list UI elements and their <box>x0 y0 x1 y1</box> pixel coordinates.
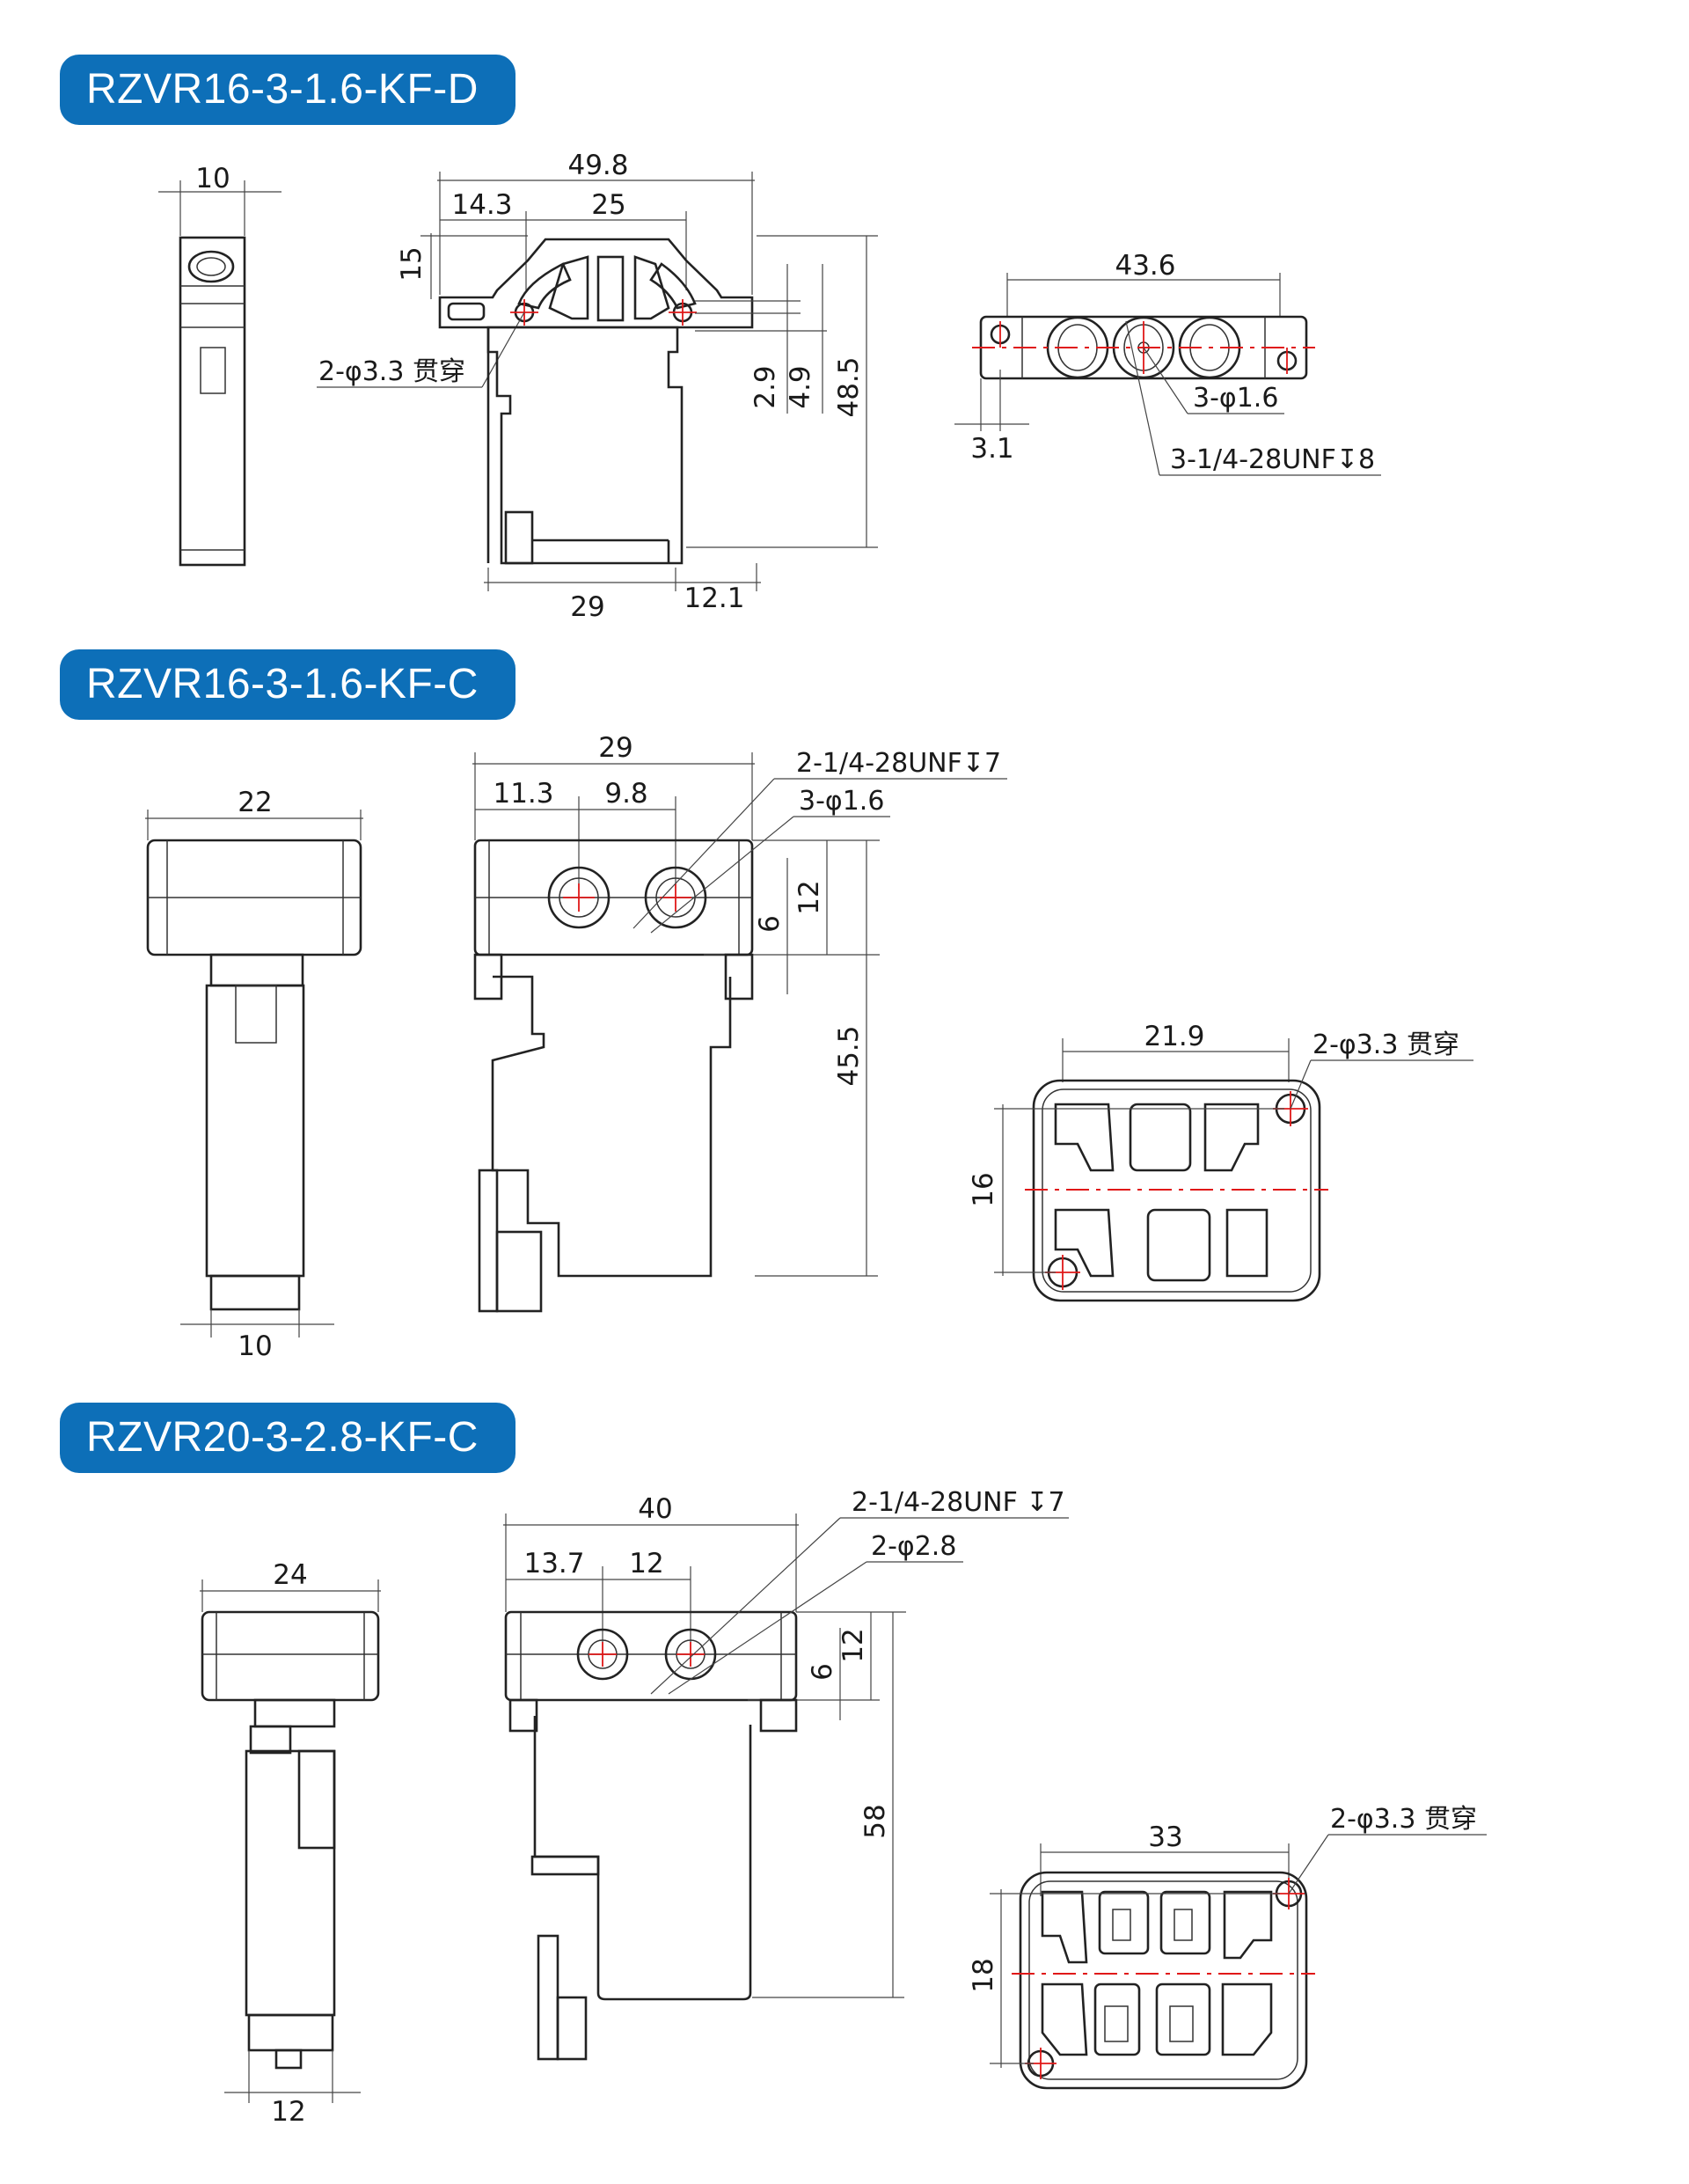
side-view-3: 24 12 <box>200 1559 381 2128</box>
dim-base-width: 29 <box>570 591 604 623</box>
dim-side-width-bottom: 10 <box>238 1330 272 1362</box>
dim-side-width-bottom-3: 12 <box>271 2096 305 2128</box>
bottom-view-2: 21.9 16 2-φ3.3 贯穿 <box>968 1021 1473 1302</box>
section-2-views: 22 10 29 11.3 9.8 <box>145 732 1473 1362</box>
dim-pitch: 25 <box>591 189 625 221</box>
dim-top-length: 43.6 <box>1115 250 1175 282</box>
dim-total-height-2: 45.5 <box>833 1025 865 1086</box>
dim-top-height: 15 <box>396 246 428 281</box>
note-port-diameter: 3-φ1.6 <box>1193 383 1278 414</box>
dim-h-small1: 2.9 <box>749 365 781 408</box>
dim-hole-spacing-2: 21.9 <box>1144 1021 1204 1052</box>
front-view-2: 29 11.3 9.8 2-1/4-28UNF↧7 3-φ1.6 12 6 <box>472 732 1007 1313</box>
dim-hole-spacing-3: 33 <box>1148 1821 1182 1853</box>
dim-side-width: 10 <box>195 163 230 194</box>
note-thread-2: 2-1/4-28UNF↧7 <box>796 748 1001 779</box>
dim-offset: 14.3 <box>451 189 512 221</box>
dim-edge: 3.1 <box>970 433 1013 465</box>
dim-pitch-3: 12 <box>629 1548 663 1579</box>
dim-hole-height-3: 18 <box>968 1958 999 1992</box>
dim-offset-2: 11.3 <box>493 778 553 810</box>
section-1-views: 10 49.8 14.3 25 15 <box>158 150 1381 623</box>
bottom-view-3: 33 18 2-φ3.3 贯穿 <box>968 1804 1487 2090</box>
note-through-holes-2: 2-φ3.3 贯穿 <box>1312 1030 1459 1060</box>
top-view-1: 43.6 3.1 3-φ1.6 3-1/4-28UNF↧8 <box>954 250 1381 476</box>
note-through-holes: 2-φ3.3 贯穿 <box>318 356 465 387</box>
note-port-3: 2-φ2.8 <box>871 1531 956 1562</box>
note-thread: 3-1/4-28UNF↧8 <box>1170 444 1375 475</box>
dim-h-small2: 4.9 <box>785 365 816 408</box>
section-title-kf-d: RZVR16-3-1.6-KF-D <box>60 55 515 125</box>
side-view-1: 10 <box>158 163 282 567</box>
dim-h1-3: 12 <box>837 1628 869 1662</box>
dim-overall-width-3: 40 <box>638 1493 672 1525</box>
dim-h2-2: 6 <box>754 915 786 933</box>
dim-side-width-top: 22 <box>238 787 272 818</box>
side-view-2: 22 10 <box>145 787 363 1362</box>
note-thread-3: 2-1/4-28UNF ↧7 <box>852 1487 1065 1518</box>
front-view-1: 49.8 14.3 25 15 2-φ3.3 贯穿 <box>317 150 878 623</box>
note-through-holes-3: 2-φ3.3 贯穿 <box>1330 1804 1477 1835</box>
front-view-3: 40 13.7 12 2-1/4-28UNF ↧7 2-φ2.8 12 6 <box>503 1487 1069 2061</box>
dim-overall-width-2: 29 <box>598 732 632 764</box>
dim-h2-3: 6 <box>807 1663 838 1681</box>
dim-side-width-top-3: 24 <box>273 1559 307 1591</box>
note-port-2: 3-φ1.6 <box>799 786 884 817</box>
dim-base-right: 12.1 <box>684 583 744 614</box>
dim-overall-width: 49.8 <box>567 150 628 181</box>
section-title-kf-c-20: RZVR20-3-2.8-KF-C <box>60 1403 515 1473</box>
dim-offset-3: 13.7 <box>523 1548 584 1579</box>
dim-total-height-3: 58 <box>859 1804 891 1838</box>
dim-hole-height-2: 16 <box>968 1172 999 1206</box>
dim-h1-2: 12 <box>793 880 825 914</box>
section-title-kf-c-16: RZVR16-3-1.6-KF-C <box>60 649 515 720</box>
dim-pitch-2: 9.8 <box>604 778 647 810</box>
dim-total-height: 48.5 <box>833 356 865 417</box>
section-3-views: 24 12 40 13.7 12 <box>200 1487 1487 2128</box>
